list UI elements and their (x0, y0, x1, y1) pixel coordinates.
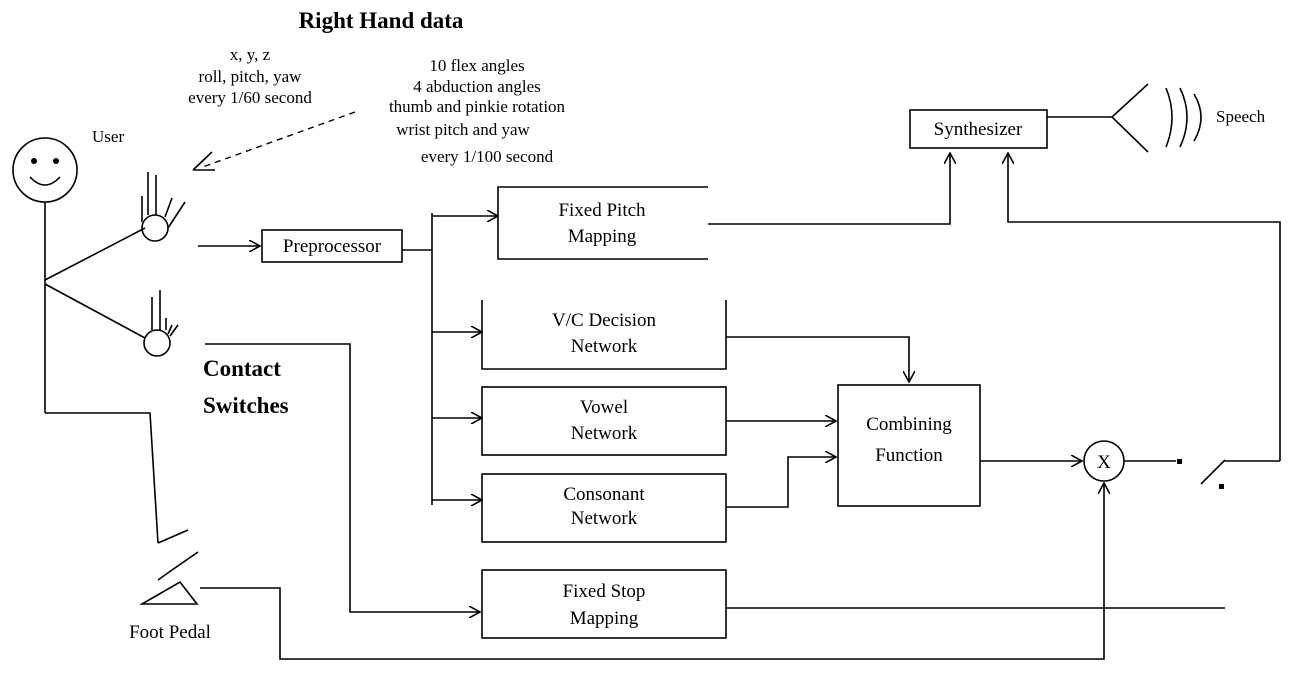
right-hand-fingers (141, 172, 186, 229)
consonant-label: Network (571, 508, 638, 529)
switch-contact (1219, 484, 1224, 489)
user-eye (31, 158, 37, 164)
vc-decision-box (481, 300, 727, 370)
user-right-arm (44, 227, 146, 281)
preprocessor-box (261, 229, 403, 263)
glove-line: 10 flex angles (429, 56, 524, 75)
fixed-pitch-to-synthesizer (708, 153, 950, 225)
glove-line: thumb and pinkie rotation (389, 97, 566, 116)
user-smile (29, 176, 61, 186)
preprocessor-label: Preprocessor (283, 236, 382, 257)
position-line: every 1/60 second (188, 88, 312, 107)
position-line: x, y, z (230, 45, 271, 64)
vc-decision-label: V/C Decision (552, 310, 656, 331)
diagram-title: Right Hand data (299, 8, 464, 33)
combining-label: Function (875, 445, 943, 466)
user-left-arm (44, 283, 146, 339)
fixed-stop-label: Fixed Stop (563, 581, 646, 602)
left-hand-fingers (151, 290, 179, 337)
vc-to-combining (726, 336, 909, 382)
consonant-label: Consonant (563, 484, 645, 505)
foot-pedal: Foot Pedal (129, 580, 211, 643)
left-hand (143, 329, 171, 357)
vc-decision-label: Network (571, 336, 638, 357)
sound-wave (1179, 87, 1188, 148)
position-line: roll, pitch, yaw (199, 67, 303, 86)
user-eye (53, 158, 59, 164)
glove-line: every 1/100 second (421, 147, 554, 166)
data-arrowhead (192, 151, 215, 171)
combining-box (837, 384, 981, 507)
switch-contact (1177, 459, 1182, 464)
user-figure: User (12, 127, 199, 581)
data-arrow (199, 111, 356, 169)
contact-to-fixed-stop (205, 343, 480, 612)
consonant-to-combining (726, 457, 836, 508)
fixed-stop-label: Mapping (570, 608, 639, 629)
fixed-pitch-label: Fixed Pitch (558, 200, 646, 221)
multiplier-label: X (1097, 452, 1111, 473)
speaker-cone (1111, 83, 1149, 153)
synthesizer-label: Synthesizer (934, 119, 1023, 140)
contact-line: Switches (203, 393, 289, 418)
vowel-label: Vowel (580, 397, 628, 418)
glove-data-label: 10 flex angles 4 abduction angles thumb … (389, 56, 566, 166)
consonant-box (481, 473, 727, 543)
user-head (12, 137, 78, 203)
foot-pedal-label: Foot Pedal (129, 622, 211, 643)
glove-line: wrist pitch and yaw (396, 120, 530, 139)
foot-pedal-shape (139, 580, 199, 605)
pedal-to-multiplier (200, 483, 1104, 660)
glove-line: 4 abduction angles (413, 77, 540, 96)
position-data-label: x, y, z roll, pitch, yaw every 1/60 seco… (188, 45, 312, 107)
user-label: User (92, 127, 124, 146)
speech-label: Speech (1216, 107, 1266, 126)
contact-switches-label: Contact Switches (203, 356, 289, 418)
fixed-stop-box (481, 569, 727, 639)
speaker-icon (1111, 83, 1202, 153)
sound-wave (1193, 93, 1202, 142)
synthesizer-box (909, 109, 1048, 149)
fixed-pitch-label: Mapping (568, 226, 637, 247)
contact-line: Contact (203, 356, 281, 381)
user-seat-leg (45, 412, 189, 544)
sound-wave (1165, 87, 1173, 148)
user-foot (157, 551, 199, 581)
right-hand (141, 214, 169, 242)
fixed-pitch-box (497, 186, 708, 260)
vowel-label: Network (571, 423, 638, 444)
switch-to-synthesizer (1008, 153, 1281, 461)
switch-blade (1200, 459, 1226, 485)
combining-label: Combining (866, 414, 952, 435)
